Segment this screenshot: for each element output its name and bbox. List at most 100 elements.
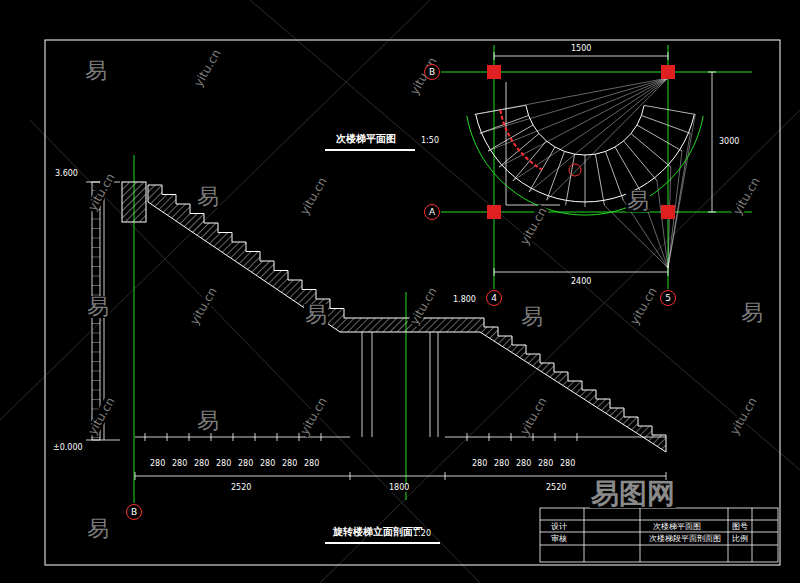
title-block-cell: 图号 (731, 523, 749, 531)
watermark: 易 (84, 60, 108, 82)
stair-tread (637, 125, 682, 151)
setout-line (529, 78, 668, 192)
axis-label: B (429, 68, 435, 77)
dimension-text: 1:20 (412, 530, 432, 538)
dimension-text: 1:50 (420, 137, 440, 145)
watermark: yitu.cn (517, 394, 549, 437)
dimension-tick (445, 472, 446, 480)
dimension-tick (467, 433, 468, 441)
stair-tread (585, 155, 586, 207)
axis-label: 4 (491, 294, 497, 303)
dimension-text: 280 (281, 460, 298, 468)
watermark-logo: 易图网 (590, 480, 676, 508)
dimension-text: 280 (215, 460, 232, 468)
watermark: 易 (626, 190, 650, 212)
title-block-cell: 次楼梯平面图 (652, 523, 702, 531)
stair-tread (513, 141, 546, 181)
stair-tread (615, 147, 641, 192)
dimension-tick (145, 433, 146, 441)
dimension-tick (233, 433, 234, 441)
dimension-tick (167, 433, 168, 441)
title-block-cell: 次楼梯段平面剖面图 (648, 535, 722, 543)
stair-tread (595, 154, 604, 205)
dimension-tick (533, 433, 534, 441)
title-block-cell: 比例 (731, 535, 749, 543)
dimension-tick (555, 433, 556, 441)
watermark: 易 (196, 186, 220, 208)
setout-line (499, 78, 668, 167)
watermark: yitu.cn (191, 46, 223, 89)
watermark: yitu.cn (187, 284, 219, 327)
dimension-text: 280 (193, 460, 210, 468)
title-block-cell: 设计 (550, 523, 568, 531)
dimension-text: 2400 (570, 278, 592, 286)
stair-tread (631, 134, 671, 167)
watermark: yitu.cn (297, 174, 329, 217)
stair-tread (606, 151, 624, 200)
dimension-text: 280 (259, 460, 276, 468)
dimension-tick (321, 433, 322, 441)
stair-tread (488, 125, 533, 151)
watermark: yitu.cn (517, 204, 549, 247)
title-block-cell: 审核 (550, 535, 568, 543)
dimension-text: 3000 (718, 138, 740, 146)
dimension-text: 280 (559, 460, 576, 468)
dimension-text: 280 (537, 460, 554, 468)
setout-line (657, 181, 668, 268)
stair-tread (624, 141, 657, 181)
watermark: 易 (520, 306, 544, 328)
dimension-text: 1800 (388, 484, 410, 492)
setout-line (668, 133, 690, 268)
watermark: yitu.cn (297, 394, 329, 437)
axis-bubble: A (424, 204, 440, 220)
stair-tread (644, 105, 695, 114)
dimension-text: 3.600 (54, 170, 79, 178)
dimension-text: 280 (515, 460, 532, 468)
dimension-tick (350, 472, 351, 480)
setout-line (480, 78, 668, 133)
stair-tread (547, 151, 565, 200)
watermark: 易 (86, 296, 110, 318)
watermark: 易 (304, 304, 328, 326)
axis-bubble: 5 (660, 290, 676, 306)
dimension-tick (299, 433, 300, 441)
dimension-text: 280 (149, 460, 166, 468)
dimension-text: 280 (237, 460, 254, 468)
axis-label: B (131, 508, 137, 517)
setout-line (488, 78, 668, 151)
axis-label: 5 (665, 294, 671, 303)
dimension-tick (277, 433, 278, 441)
dimension-tick (211, 433, 212, 441)
watermark: yitu.cn (85, 170, 117, 213)
dimension-text: 1500 (570, 45, 592, 53)
dimension-tick (511, 433, 512, 441)
dimension-text: 280 (303, 460, 320, 468)
stair-tread (641, 116, 690, 134)
watermark: yitu.cn (627, 284, 659, 327)
dimension-text: 2520 (230, 484, 252, 492)
setout-line (604, 205, 668, 268)
watermark: 易 (86, 518, 110, 540)
setout-line (475, 78, 668, 114)
dimension-tick (489, 433, 490, 441)
dimension-tick (135, 472, 136, 480)
dimension-text: 280 (171, 460, 188, 468)
watermark: yitu.cn (85, 394, 117, 437)
axis-bubble: 4 (486, 290, 502, 306)
stair-tread (566, 154, 575, 205)
dimension-text: 1.800 (452, 296, 477, 304)
setout-line (668, 114, 695, 268)
axis-bubble: B (424, 64, 440, 80)
dimension-text: 280 (471, 460, 488, 468)
axis-bubble: B (126, 504, 142, 520)
dimension-tick (577, 433, 578, 441)
drawing-title: 次楼梯平面图 (335, 134, 397, 144)
dimension-text: 2520 (545, 484, 567, 492)
drawing-title: 旋转楼梯立面剖面图 (332, 527, 424, 537)
watermark: 易 (740, 302, 764, 324)
dimension-tick (189, 433, 190, 441)
dimension-text: ±0.000 (52, 444, 84, 452)
dimension-tick (255, 433, 256, 441)
